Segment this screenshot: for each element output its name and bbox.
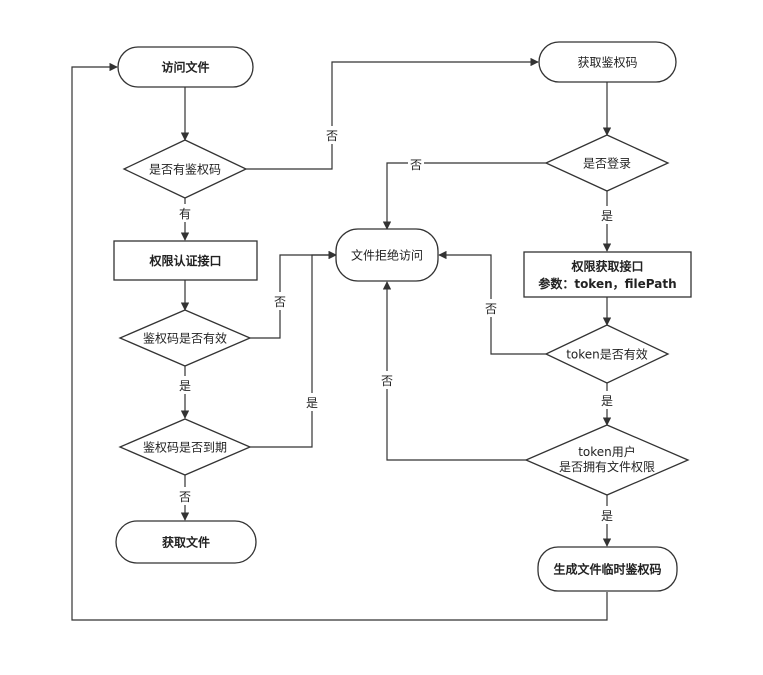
- edge-valid-to-deny: [250, 250, 337, 339]
- node-token-valid-decision: token是否有效: [544, 324, 670, 384]
- node-get-file: 获取文件: [115, 520, 257, 564]
- node-auth-api: 权限认证接口: [113, 240, 258, 281]
- node-deny-access: 文件拒绝访问: [335, 228, 439, 282]
- node-token-perm-label-2: 是否拥有文件权限: [559, 459, 655, 474]
- label-not-expired: 否: [179, 490, 191, 504]
- label-logged: 是: [601, 209, 613, 223]
- node-gen-code: 生成文件临时鉴权码: [537, 546, 678, 592]
- node-perm-api-label-1: 权限获取接口: [570, 259, 643, 274]
- edge-gencode-to-access: [71, 62, 608, 621]
- edge-expired-to-deny: [250, 250, 337, 448]
- label-not-logged: 否: [410, 158, 422, 172]
- node-get-code: 获取鉴权码: [538, 41, 677, 83]
- node-auth-api-label: 权限认证接口: [148, 253, 221, 268]
- label-no-perm: 否: [381, 374, 393, 388]
- node-deny-access-label: 文件拒绝访问: [351, 248, 423, 263]
- node-gen-code-label: 生成文件临时鉴权码: [553, 562, 661, 577]
- node-token-perm-decision: token用户 是否拥有文件权限: [524, 424, 690, 496]
- label-expired: 是: [306, 396, 318, 410]
- node-perm-api: 权限获取接口 参数：token，filePath: [523, 251, 692, 298]
- node-token-valid-label: token是否有效: [566, 347, 648, 362]
- node-has-code-label: 是否有鉴权码: [149, 163, 221, 177]
- edge-labels: 否 有 否 是 是 否 否 是 否 是 否 是: [177, 126, 615, 524]
- node-code-expired-label: 鉴权码是否到期: [143, 441, 227, 455]
- node-has-code-decision: 是否有鉴权码: [122, 139, 248, 199]
- label-has-code: 有: [179, 207, 191, 221]
- node-perm-api-label-2: 参数：token，filePath: [538, 276, 676, 291]
- label-no-code: 否: [326, 129, 338, 143]
- node-get-file-label: 获取文件: [161, 535, 210, 550]
- label-invalid: 否: [274, 295, 286, 309]
- edge-login-to-deny: [382, 162, 546, 230]
- label-valid: 是: [179, 379, 191, 393]
- label-token-valid: 是: [601, 394, 613, 408]
- node-get-code-label: 获取鉴权码: [577, 56, 637, 70]
- node-code-valid-label: 鉴权码是否有效: [143, 331, 227, 346]
- node-logged-in-label: 是否登录: [583, 156, 631, 171]
- node-logged-in-decision: 是否登录: [544, 134, 670, 192]
- edge-tokenperm-to-deny: [382, 281, 526, 461]
- label-has-perm: 是: [601, 509, 613, 523]
- node-token-perm-label-1: token用户: [578, 444, 636, 459]
- node-code-expired-decision: 鉴权码是否到期: [118, 418, 252, 476]
- edge-hascode-to-getcode: [246, 57, 539, 170]
- label-token-invalid: 否: [485, 302, 497, 316]
- node-access-file: 访问文件: [117, 46, 254, 88]
- node-code-valid-decision: 鉴权码是否有效: [118, 309, 252, 367]
- node-access-file-label: 访问文件: [161, 60, 209, 75]
